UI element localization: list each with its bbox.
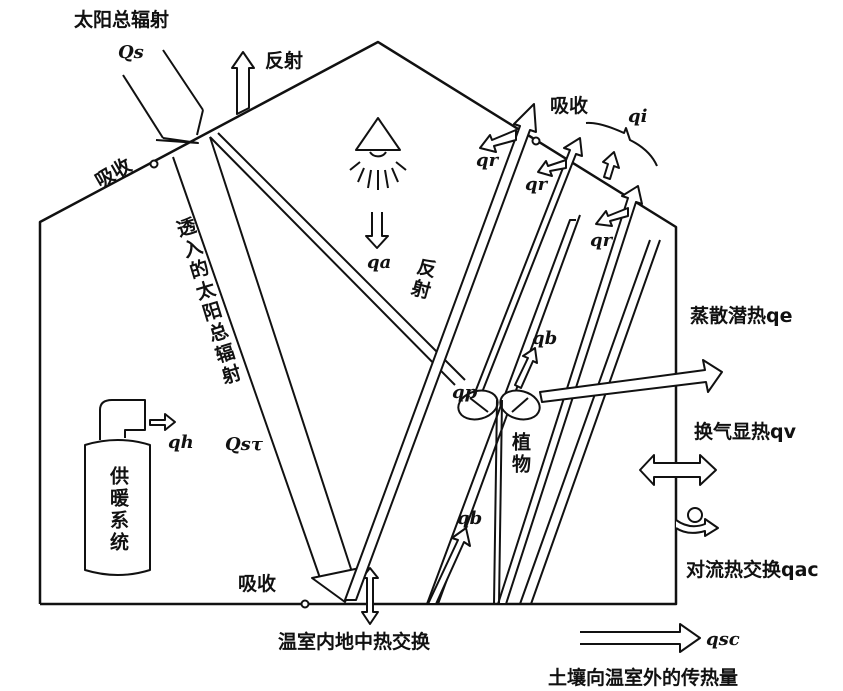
solar-total-label: 太阳总辐射 — [74, 8, 169, 31]
reflect-top-label: 反射 — [265, 49, 303, 72]
soil-out-label: 土壤向温室外的传热量 — [548, 666, 738, 689]
ground-exchange-arrow — [361, 567, 379, 625]
ground-exchange-label: 温室内地中热交换 — [278, 630, 431, 653]
qr-arrow-3 — [595, 207, 629, 227]
qr-arrow-1 — [479, 129, 517, 153]
plant-label: 植物 — [509, 431, 531, 476]
reflect-up-arrow — [231, 51, 255, 115]
absorb-left-label: 吸收 — [91, 153, 135, 192]
qe-arrow — [539, 359, 723, 403]
qa-label: qa — [367, 252, 391, 273]
ventilation-arrow — [639, 454, 717, 486]
transmitted-label: 透入的太阳总辐射 — [171, 214, 244, 389]
qb-upper-label: qb — [532, 328, 557, 349]
qa-down-arrow — [365, 212, 389, 249]
lamp-icon — [349, 117, 407, 190]
qr-label-3: qr — [590, 230, 614, 251]
solar-incoming-arrows — [122, 49, 204, 144]
qs-label: Qs — [118, 42, 144, 63]
plant-icon — [457, 389, 541, 605]
greenhouse-outline — [38, 40, 678, 606]
qac-label: 对流热交换qac — [686, 558, 819, 581]
qs-tau-label: Qsτ — [225, 434, 264, 455]
convection-swirl-icon — [675, 507, 719, 537]
reflected-beam-to-plant — [209, 132, 466, 386]
qb-upper-arrow — [514, 347, 538, 389]
qr-label-2: qr — [525, 174, 549, 195]
absorb-point-left — [149, 159, 159, 169]
qr-arrow-2 — [537, 159, 567, 177]
heating-system-icon — [84, 399, 176, 576]
heating-system-label: 供暖系统 — [107, 465, 130, 554]
qb-lower-label: qb — [457, 508, 482, 529]
qi-label: qi — [628, 106, 648, 127]
qsc-arrow — [580, 623, 701, 653]
absorb-floor-label: 吸收 — [238, 572, 276, 595]
reflected-longwave-arrows — [344, 103, 661, 605]
reflect-mid-label: 反射 — [406, 255, 439, 304]
absorb-point-floor — [300, 599, 310, 609]
transmitted-radiation-band — [172, 136, 361, 603]
qb-lower-arrow — [427, 527, 471, 605]
qv-label: 换气显热qv — [694, 420, 797, 443]
qp-label: qp — [452, 382, 478, 403]
qr-label-1: qr — [476, 150, 500, 171]
qi-brace — [585, 121, 658, 167]
qh-label: qh — [168, 432, 194, 453]
absorb-right-label: 吸收 — [550, 94, 588, 117]
absorb-point-right — [531, 136, 541, 146]
qi-up-arrow — [602, 151, 620, 180]
qsc-label: qsc — [706, 629, 740, 650]
qe-label: 蒸散潜热qe — [690, 304, 793, 327]
